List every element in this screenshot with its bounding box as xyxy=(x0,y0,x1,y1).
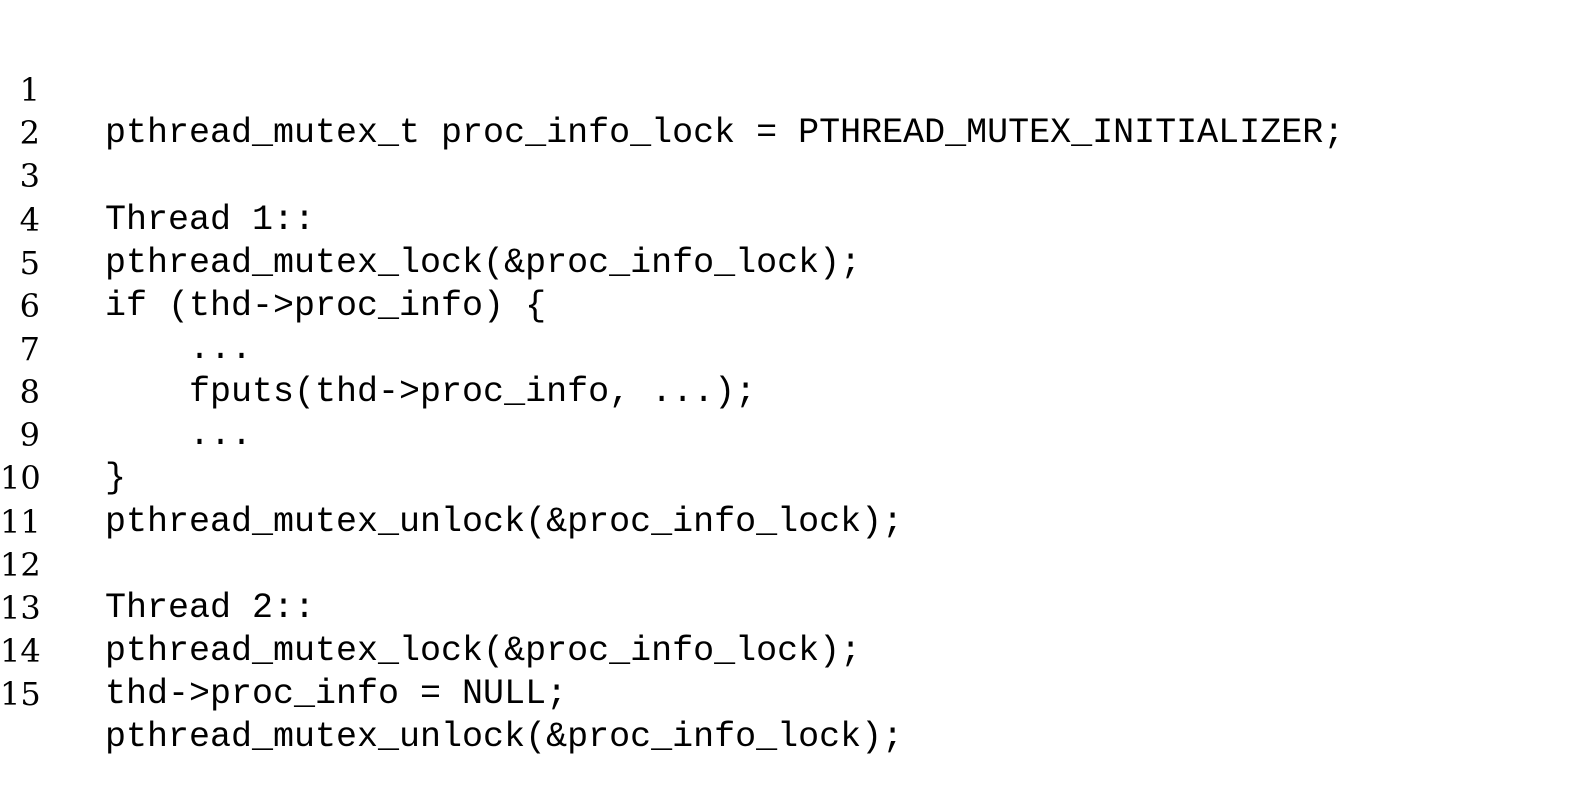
line-code: } xyxy=(105,458,127,499)
line-number: 7 xyxy=(19,330,40,368)
line-number: 4 xyxy=(19,200,40,239)
line-number: 3 xyxy=(19,157,40,196)
line-number: 12 xyxy=(0,545,41,584)
line-number: 9 xyxy=(19,416,40,455)
line-code: ... xyxy=(105,329,253,370)
code-line-6: 6 ... xyxy=(0,242,1576,369)
line-code: pthread_mutex_lock(&proc_info_lock); xyxy=(105,242,862,283)
code-line-3: 3 Thread 1:: xyxy=(0,112,1576,239)
code-line-4: 4 pthread_mutex_lock(&proc_info_lock); xyxy=(0,155,1576,283)
line-code: pthread_mutex_lock(&proc_info_lock); xyxy=(105,631,862,671)
line-number: 5 xyxy=(19,243,40,282)
code-line-2: 2 xyxy=(0,69,1576,152)
line-code: thd->proc_info = NULL; xyxy=(105,674,568,715)
line-number: 14 xyxy=(0,631,41,670)
line-code: pthread_mutex_t proc_info_lock = PTHREAD… xyxy=(105,113,1345,154)
code-line-10: 10 pthread_mutex_unlock(&proc_info_lock)… xyxy=(0,414,1576,541)
line-number: 6 xyxy=(19,286,40,325)
line-code: fputs(thd->proc_info, ...); xyxy=(105,372,757,413)
line-number: 1 xyxy=(19,71,40,110)
code-listing: 1 pthread_mutex_t proc_info_lock = PTHRE… xyxy=(0,26,1576,757)
code-line-13: 13 pthread_mutex_lock(&proc_info_lock); xyxy=(0,544,1576,671)
line-number: 8 xyxy=(19,373,40,412)
line-code: pthread_mutex_unlock(&proc_info_lock); xyxy=(105,717,904,758)
line-code: Thread 1:: xyxy=(105,199,316,240)
line-number: 13 xyxy=(0,588,41,627)
line-number: 11 xyxy=(0,502,41,541)
line-code: Thread 2:: xyxy=(105,587,316,628)
line-number: 15 xyxy=(0,675,41,714)
code-line-7: 7 fputs(thd->proc_info, ...); xyxy=(0,285,1576,412)
code-line-15: 15 pthread_mutex_unlock(&proc_info_lock)… xyxy=(0,630,1576,757)
line-code: pthread_mutex_unlock(&proc_info_lock); xyxy=(105,501,904,542)
line-number: 10 xyxy=(0,459,41,498)
code-line-1: 1 pthread_mutex_t proc_info_lock = PTHRE… xyxy=(0,26,1576,153)
code-line-8: 8 ... xyxy=(0,328,1576,455)
code-line-11: 11 xyxy=(0,457,1576,541)
line-code: if (thd->proc_info) { xyxy=(105,285,547,326)
code-line-12: 12 Thread 2:: xyxy=(0,501,1576,628)
line-code: ... xyxy=(105,415,253,456)
line-number: 2 xyxy=(19,114,40,153)
code-line-14: 14 thd->proc_info = NULL; xyxy=(0,587,1576,714)
code-line-5: 5 if (thd->proc_info) { xyxy=(0,199,1576,326)
code-line-9: 9 } xyxy=(0,371,1576,498)
